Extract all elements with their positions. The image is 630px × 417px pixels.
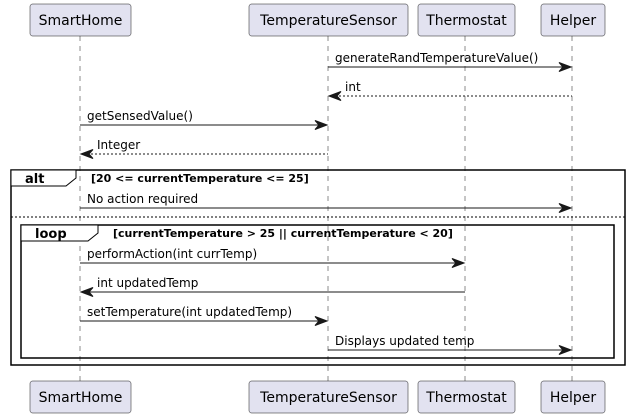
arrow-right-icon — [558, 345, 573, 355]
message-get-sensed-value: getSensedValue() — [80, 109, 329, 130]
loop-fragment: loop [currentTemperature > 25 || current… — [20, 224, 615, 359]
participant-smarthome-bottom: SmartHome — [29, 380, 132, 414]
participant-label: SmartHome — [39, 13, 123, 29]
participant-label: Helper — [550, 13, 597, 29]
arrow-right-icon — [558, 62, 573, 72]
message-label: No action required — [87, 192, 198, 206]
arrow-right-icon — [451, 258, 466, 268]
participant-label: TemperatureSensor — [259, 13, 397, 29]
arrow-right-icon — [558, 203, 573, 213]
arrow-left-icon — [79, 287, 94, 297]
message-displays-updated-temp: Displays updated temp — [328, 334, 573, 355]
message-label: Displays updated temp — [335, 334, 474, 348]
message-no-action-required: No action required — [80, 192, 573, 213]
participant-smarthome-top: SmartHome — [29, 3, 132, 37]
message-label: generateRandTemperatureValue() — [335, 51, 538, 65]
message-perform-action: performAction(int currTemp) — [80, 247, 466, 268]
message-int-updated-temp: int updatedTemp — [79, 276, 465, 297]
message-int-reply: int — [327, 80, 572, 101]
alt-keyword: alt — [25, 172, 44, 187]
alt-fragment: alt [20 <= currentTemperature <= 25] — [10, 169, 626, 366]
message-label: Integer — [97, 138, 140, 152]
message-label: performAction(int currTemp) — [87, 247, 257, 261]
loop-guard: [currentTemperature > 25 || currentTempe… — [113, 227, 453, 240]
message-set-temperature: setTemperature(int updatedTemp) — [80, 305, 329, 326]
loop-keyword: loop — [35, 227, 67, 242]
participant-label: TemperatureSensor — [259, 390, 397, 406]
participant-helper-bottom: Helper — [540, 380, 606, 414]
message-label: int — [345, 80, 361, 94]
participant-helper-top: Helper — [540, 3, 606, 37]
arrow-left-icon — [79, 149, 94, 159]
participant-label: Helper — [550, 390, 597, 406]
participant-thermostat-top: Thermostat — [417, 3, 516, 37]
participant-label: SmartHome — [39, 390, 123, 406]
arrow-left-icon — [327, 91, 342, 101]
alt-guard: [20 <= currentTemperature <= 25] — [91, 172, 309, 185]
participant-label: Thermostat — [425, 390, 507, 406]
participant-thermostat-bottom: Thermostat — [417, 380, 516, 414]
message-label: setTemperature(int updatedTemp) — [87, 305, 292, 319]
participant-temperaturesensor-bottom: TemperatureSensor — [248, 380, 409, 414]
participant-temperaturesensor-top: TemperatureSensor — [248, 3, 409, 37]
participant-label: Thermostat — [425, 13, 507, 29]
message-label: getSensedValue() — [87, 109, 193, 123]
arrow-right-icon — [314, 120, 329, 130]
arrow-right-icon — [314, 316, 329, 326]
message-integer-reply: Integer — [79, 138, 328, 159]
message-generate-rand-temperature: generateRandTemperatureValue() — [328, 51, 573, 72]
message-label: int updatedTemp — [97, 276, 198, 290]
